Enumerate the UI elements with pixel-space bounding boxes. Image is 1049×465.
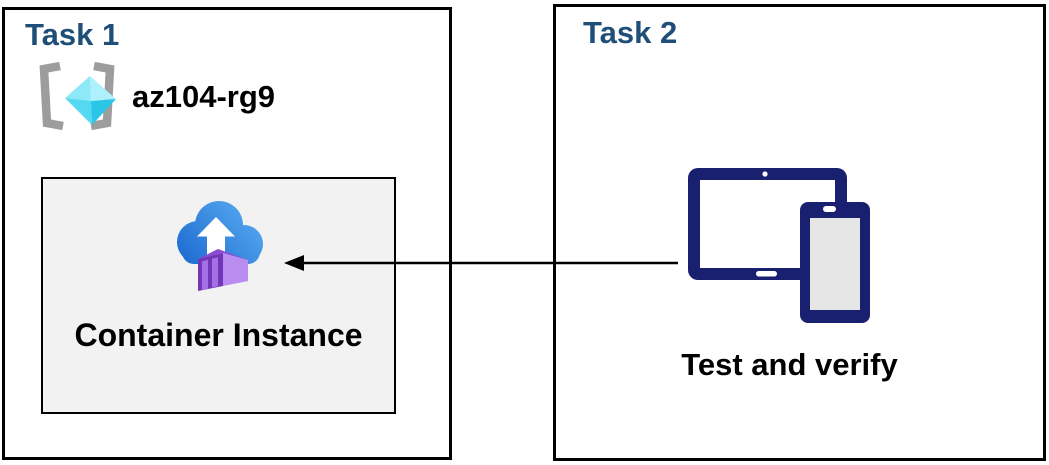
container-instance-icon [177,201,263,291]
task1-box: Task 1 az104-rg9 [2,7,452,460]
container-instance-label: Container Instance [74,317,363,353]
tablet-phone-icon [688,168,870,323]
task2-title: Task 2 [583,15,678,50]
resource-group-icon [39,61,116,131]
tablet-home-button [756,271,777,277]
resource-cube [65,76,116,125]
container-instance-box: Container Instance [41,177,396,414]
phone-earpiece [823,206,836,212]
arrowhead-icon [284,255,304,271]
resource-group-name: az104-rg9 [132,78,276,114]
phone-shape [800,202,870,323]
upload-arrow-icon [197,217,235,255]
connector-arrow [284,255,678,271]
task2-box: Task 2 Test and verify [553,4,1046,461]
resource-group: az104-rg9 [33,60,275,132]
bracket-left [39,61,64,131]
task1-title: Task 1 [25,17,120,52]
test-verify-label: Test and verify [681,347,898,382]
tablet-camera-dot [762,171,768,177]
container-shape [198,249,248,291]
